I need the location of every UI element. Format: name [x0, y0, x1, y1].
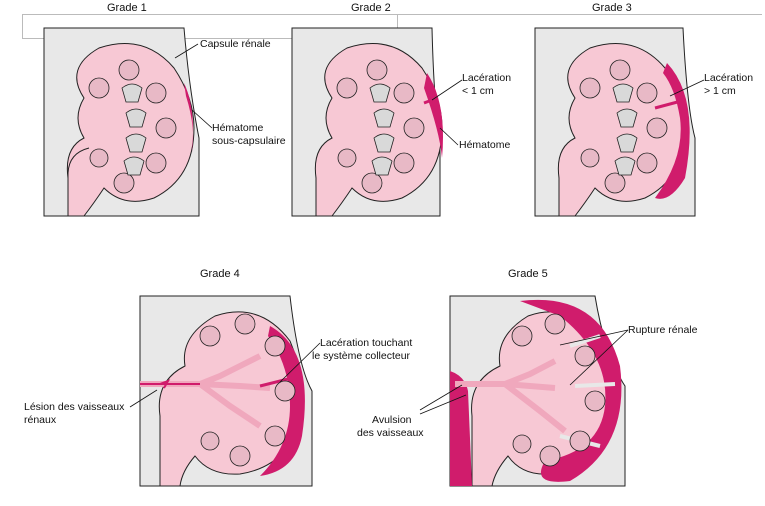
label-hematome-sc-line2: sous-capsulaire	[212, 135, 286, 148]
label-laceration-2-line2: < 1 cm	[462, 85, 494, 98]
label-laceration-3-line2: > 1 cm	[704, 85, 736, 98]
label-rupture-renale: Rupture rénale	[628, 324, 697, 337]
label-laceration-2-line1: Lacération	[462, 72, 511, 85]
label-avulsion-line1: Avulsion	[372, 414, 412, 427]
label-lesion-vaisseaux-line1: Lésion des vaisseaux	[24, 401, 124, 414]
label-laceration-4-line2: le système collecteur	[312, 350, 410, 363]
label-capsule-renale: Capsule rénale	[200, 38, 271, 51]
label-avulsion-line2: des vaisseaux	[357, 427, 424, 440]
label-hematome: Hématome	[459, 139, 510, 152]
label-hematome-sc-line1: Hématome	[212, 122, 263, 135]
label-lesion-vaisseaux-line2: rénaux	[24, 414, 56, 427]
label-laceration-4-line1: Lacération touchant	[320, 337, 412, 350]
label-laceration-3-line1: Lacération	[704, 72, 753, 85]
